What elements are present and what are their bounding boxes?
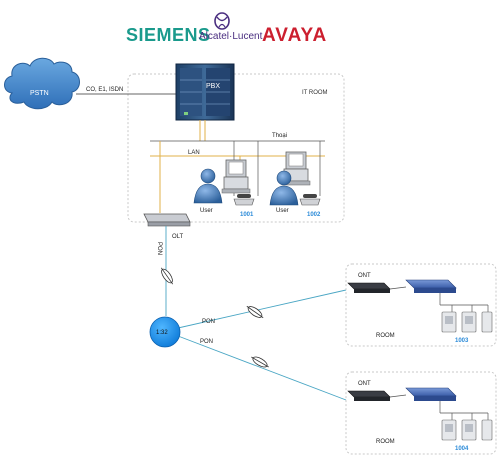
room-2-phone-icon [441, 419, 457, 441]
thoai-label: Thoại [272, 133, 287, 139]
room-2-label: ROOM [376, 439, 395, 445]
it-room-boundary [127, 73, 345, 223]
user-1-label: User [200, 208, 213, 214]
room-1-boundary [345, 263, 497, 347]
ext-1004-label: 1004 [455, 446, 469, 452]
room-2-phone-2-icon [461, 419, 477, 441]
ont-1-label: ONT [358, 273, 371, 279]
pstn-cloud: PSTN [4, 57, 80, 110]
ont-2-label: ONT [358, 381, 371, 387]
gateway-1-device [405, 279, 457, 293]
siemens-logo: SIEMENS [126, 25, 211, 45]
pstn-label: PSTN [30, 90, 49, 97]
phone-2-icon [299, 194, 321, 206]
room-1-label: ROOM [376, 333, 395, 339]
it-room-label: IT ROOM [302, 90, 328, 96]
room-2-phone-3-icon [481, 419, 493, 441]
user-2-icon [269, 170, 299, 206]
fiber-splitter-room1 [177, 289, 347, 329]
fiber-connector-vertical-icon [160, 267, 174, 285]
splitter-label: 1:32 [156, 330, 168, 336]
phone-1-icon [233, 194, 255, 206]
olt-device [143, 213, 191, 227]
ext-1003-label: 1003 [455, 338, 469, 344]
pon-upper-label: PON [202, 319, 215, 325]
splitter-node [149, 316, 181, 348]
ext-1001-label: 1001 [240, 212, 254, 218]
alcatel-globe-icon [214, 12, 230, 30]
room-1-phone-2-icon [461, 311, 477, 333]
fiber-connector-lower-icon [251, 356, 269, 368]
room-2-boundary [345, 371, 497, 455]
fiber-connector-upper-icon [246, 305, 264, 319]
pbx-cabinet: PBX [175, 63, 235, 121]
ext-1002-label: 1002 [307, 212, 321, 218]
user-1-icon [193, 168, 223, 204]
fiber-splitter-room2 [177, 335, 347, 401]
pbx-label: PBX [206, 83, 220, 90]
ont-1-device [347, 282, 391, 293]
alcatel-logo: Alcatel·Lucent [199, 12, 263, 42]
avaya-logo: AVAYA [262, 25, 327, 46]
room-1-phone-icon [441, 311, 457, 333]
ont-2-device [347, 390, 391, 401]
pon-vertical-label-wrap: PON [156, 242, 162, 255]
olt-label: OLT [172, 234, 184, 240]
pon-vertical-label: PON [156, 242, 162, 255]
user-2-label: User [276, 208, 289, 214]
computer-1 [221, 159, 251, 194]
trunk-label: CO, E1, ISDN [86, 87, 123, 93]
lan-label: LAN [188, 150, 200, 156]
room-1-phone-3-icon [481, 311, 493, 333]
alcatel-wordmark: Alcatel·Lucent [199, 31, 263, 42]
gateway-2-device [405, 387, 457, 401]
pon-lower-label: PON [200, 339, 213, 345]
